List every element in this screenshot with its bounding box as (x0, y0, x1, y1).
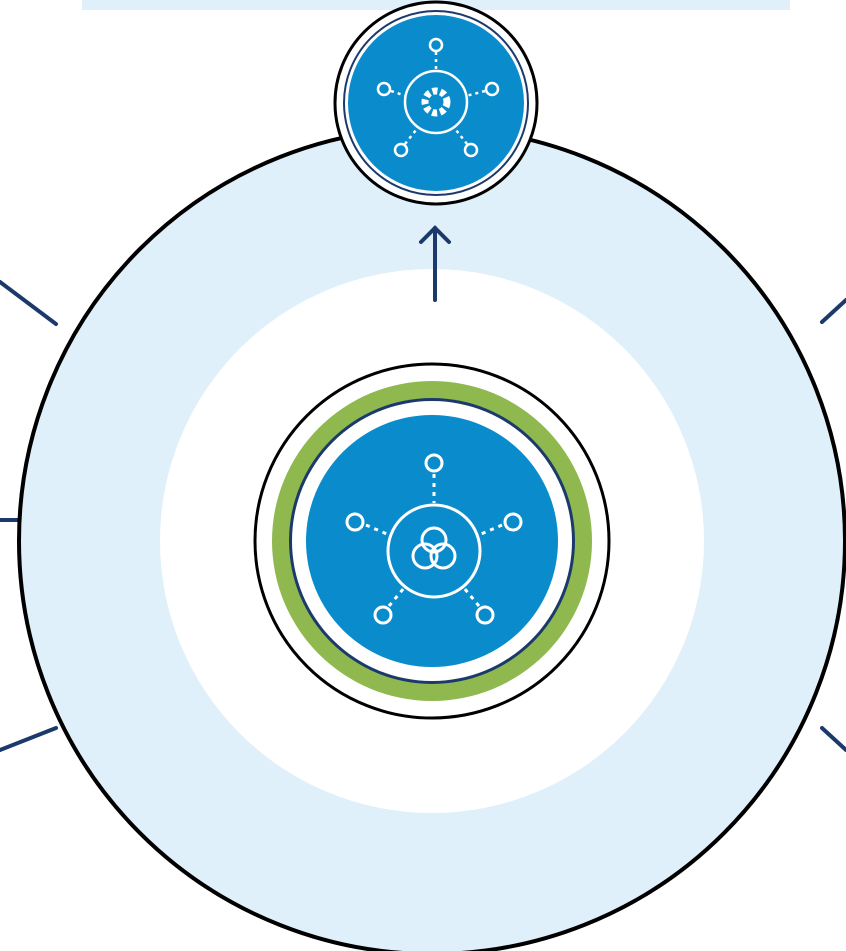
connector-line-left-upper (0, 280, 58, 326)
connector-line-right-upper (820, 298, 846, 324)
connector-line-left-lower (0, 726, 58, 752)
center-hub (253, 362, 611, 720)
up-arrow (419, 225, 451, 302)
hub-blue-disc (306, 415, 558, 667)
top-node (333, 0, 539, 206)
network-gear-icon (376, 37, 500, 158)
top-node-disc (348, 15, 524, 191)
connector-line-right-lower (820, 726, 846, 752)
network-hub-icon (345, 453, 523, 625)
